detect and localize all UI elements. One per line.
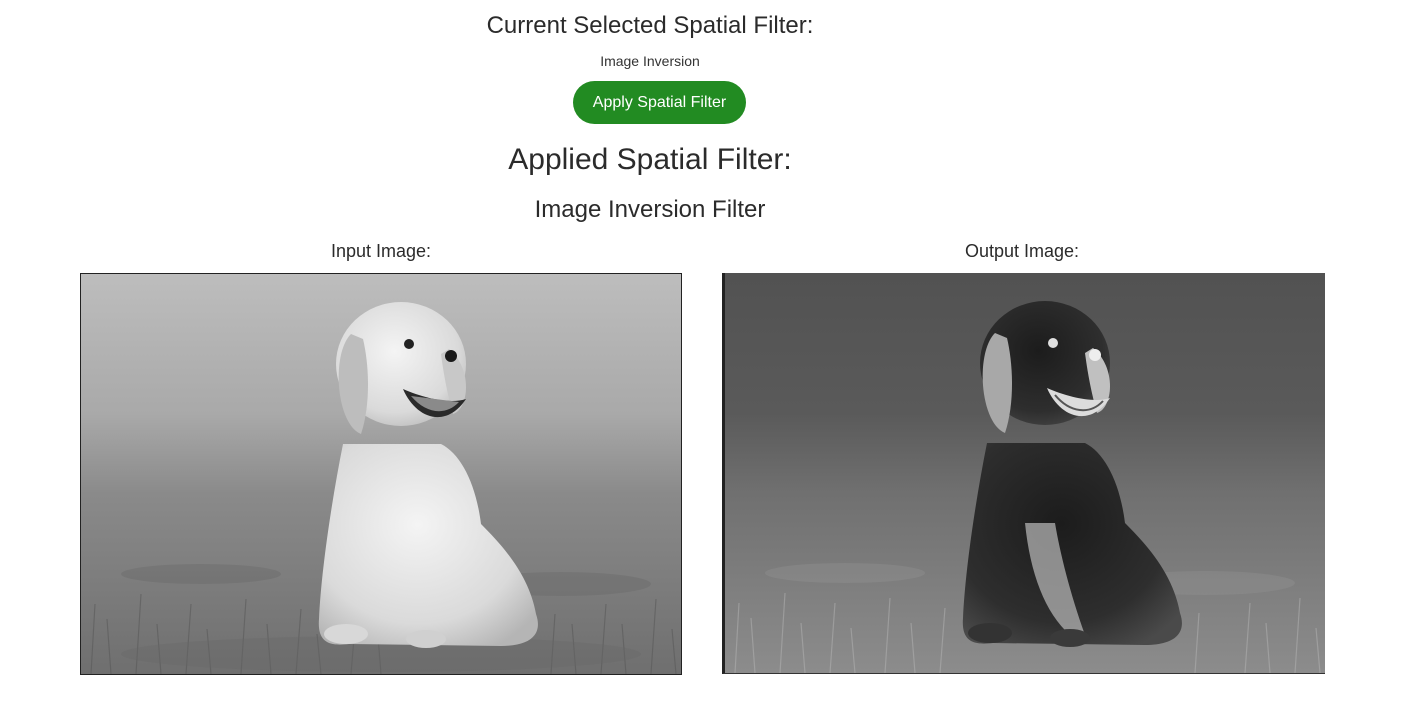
input-image-label: Input Image:	[330, 241, 432, 261]
output-image-graphic	[725, 273, 1325, 673]
output-image-label: Output Image:	[964, 241, 1080, 261]
input-image-graphic	[81, 274, 681, 674]
selected-filter-value: Image Inversion	[600, 53, 700, 69]
applied-filter-heading: Applied Spatial Filter:	[508, 143, 792, 176]
applied-filter-name: Image Inversion Filter	[534, 196, 766, 223]
output-image	[722, 273, 1325, 674]
input-image	[80, 273, 682, 675]
selected-filter-heading: Current Selected Spatial Filter:	[486, 12, 814, 39]
apply-spatial-filter-button[interactable]: Apply Spatial Filter	[573, 81, 746, 124]
